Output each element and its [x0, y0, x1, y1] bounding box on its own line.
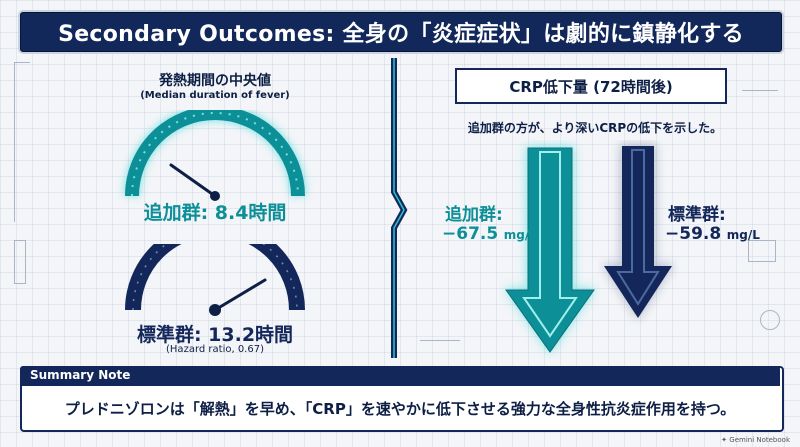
fever-std-value: 標準群: 13.2時間: [136, 324, 294, 346]
deco-line: [14, 62, 15, 222]
fever-gauge-standard-icon: [125, 244, 305, 316]
summary-tab-label: Summary Note: [30, 368, 131, 382]
page-title: Secondary Outcomes: 全身の「炎症症状」は劇的に鎮静化する: [58, 22, 744, 47]
fever-gauge-icon: [124, 110, 306, 201]
deco-circle: [760, 310, 780, 330]
crp-title-box: CRP低下量 (72時間後): [455, 68, 727, 104]
fever-title: 発熱期間の中央値: [159, 73, 271, 89]
deco-block: [14, 240, 26, 284]
deco-line: [14, 62, 30, 63]
deco-block: [748, 240, 776, 262]
summary-tab: [20, 366, 780, 386]
deco-line: [420, 340, 460, 341]
crp-std-value: −59.8 mg/L: [665, 224, 760, 244]
summary-text: プレドニゾロンは「解熱」を早め、「CRP」を速やかに低下させる強力な全身性抗炎症…: [64, 400, 736, 418]
crp-std-group-label: 標準群:: [668, 205, 726, 225]
deco-line: [742, 90, 778, 91]
crp-caption: 追加群の方が、より深いCRPの低下を示した。: [467, 121, 723, 135]
fever-subtitle: (Median duration of fever): [140, 90, 290, 101]
fever-add-value: 追加群: 8.4時間: [143, 202, 287, 224]
center-divider: [391, 58, 408, 358]
crp-add-value: −67.5 mg/L: [442, 224, 537, 244]
hazard-ratio-note: (Hazard ratio, 0.67): [166, 344, 264, 355]
crp-add-group-label: 追加群:: [445, 205, 503, 225]
crp-arrow-std-icon: [602, 144, 674, 320]
crp-arrow-add-icon: [504, 146, 596, 354]
gemini-notebook-badge: ✦ Gemini Notebook: [721, 436, 790, 444]
title-bar: Secondary Outcomes: 全身の「炎症症状」は劇的に鎮静化する: [20, 12, 782, 52]
crp-title: CRP低下量 (72時間後): [509, 77, 673, 96]
